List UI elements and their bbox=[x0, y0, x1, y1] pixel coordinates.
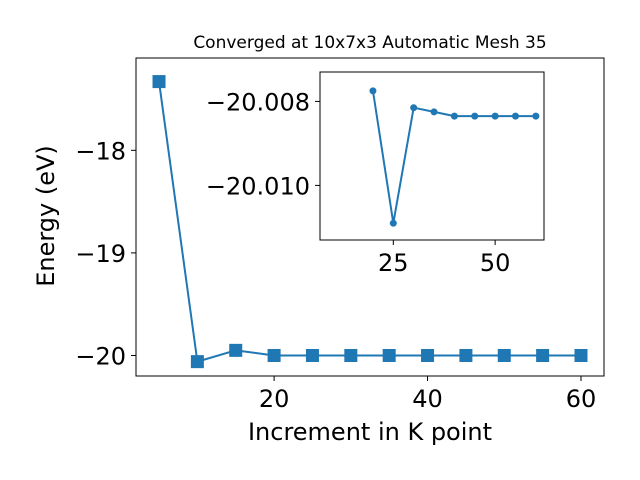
inset-data-point bbox=[511, 112, 519, 120]
main-plot: Converged at 10x7x3 Automatic Mesh 35 In… bbox=[32, 33, 605, 446]
main-y-tick-label: −19 bbox=[75, 240, 126, 268]
inset-y-tick-label: −20.010 bbox=[206, 172, 310, 200]
main-y-tick-label: −20 bbox=[75, 342, 126, 370]
inset-x-tick-label: 25 bbox=[378, 249, 409, 277]
main-data-point bbox=[190, 355, 204, 369]
main-series-0 bbox=[152, 75, 588, 369]
main-data-point bbox=[305, 348, 319, 362]
inset-data-point bbox=[491, 112, 499, 120]
main-data-point bbox=[267, 348, 281, 362]
main-data-point bbox=[152, 75, 166, 89]
inset-y-tick-label: −20.008 bbox=[206, 88, 310, 116]
main-data-point bbox=[229, 343, 243, 357]
main-data-point bbox=[536, 348, 550, 362]
main-y-tick-label: −18 bbox=[75, 137, 126, 165]
inset-plot: 25 50 −20.010 −20.008 bbox=[206, 71, 545, 277]
inset-data-point bbox=[389, 219, 397, 227]
x-axis-label: Increment in K point bbox=[248, 418, 492, 446]
inset-data-point bbox=[430, 108, 438, 116]
inset-ticks-layer: 25 50 −20.010 −20.008 bbox=[206, 88, 510, 277]
main-data-point bbox=[382, 348, 396, 362]
main-axes-frame bbox=[135, 57, 605, 377]
inset-data-point bbox=[471, 112, 479, 120]
inset-series-0 bbox=[369, 87, 540, 227]
main-data-point bbox=[574, 348, 588, 362]
inset-data-point bbox=[369, 87, 377, 95]
inset-axes-frame bbox=[319, 71, 545, 241]
main-x-tick-label: 40 bbox=[412, 385, 443, 413]
main-x-tick-label: 60 bbox=[566, 385, 597, 413]
inset-data-point bbox=[410, 104, 418, 112]
main-data-point bbox=[459, 348, 473, 362]
main-data-point bbox=[344, 348, 358, 362]
y-axis-label: Energy (eV) bbox=[32, 145, 60, 287]
chart-title: Converged at 10x7x3 Automatic Mesh 35 bbox=[193, 33, 546, 53]
inset-background bbox=[320, 72, 544, 240]
inset-series-layer bbox=[369, 87, 540, 227]
main-series-layer bbox=[152, 75, 588, 369]
inset-x-tick-label: 50 bbox=[480, 249, 511, 277]
main-data-point bbox=[421, 348, 435, 362]
main-x-tick-label: 20 bbox=[259, 385, 290, 413]
main-ticks-layer: 20 40 60 −18 −19 −20 bbox=[75, 137, 596, 413]
inset-data-point bbox=[532, 112, 540, 120]
inset-data-point bbox=[450, 112, 458, 120]
main-data-point bbox=[497, 348, 511, 362]
